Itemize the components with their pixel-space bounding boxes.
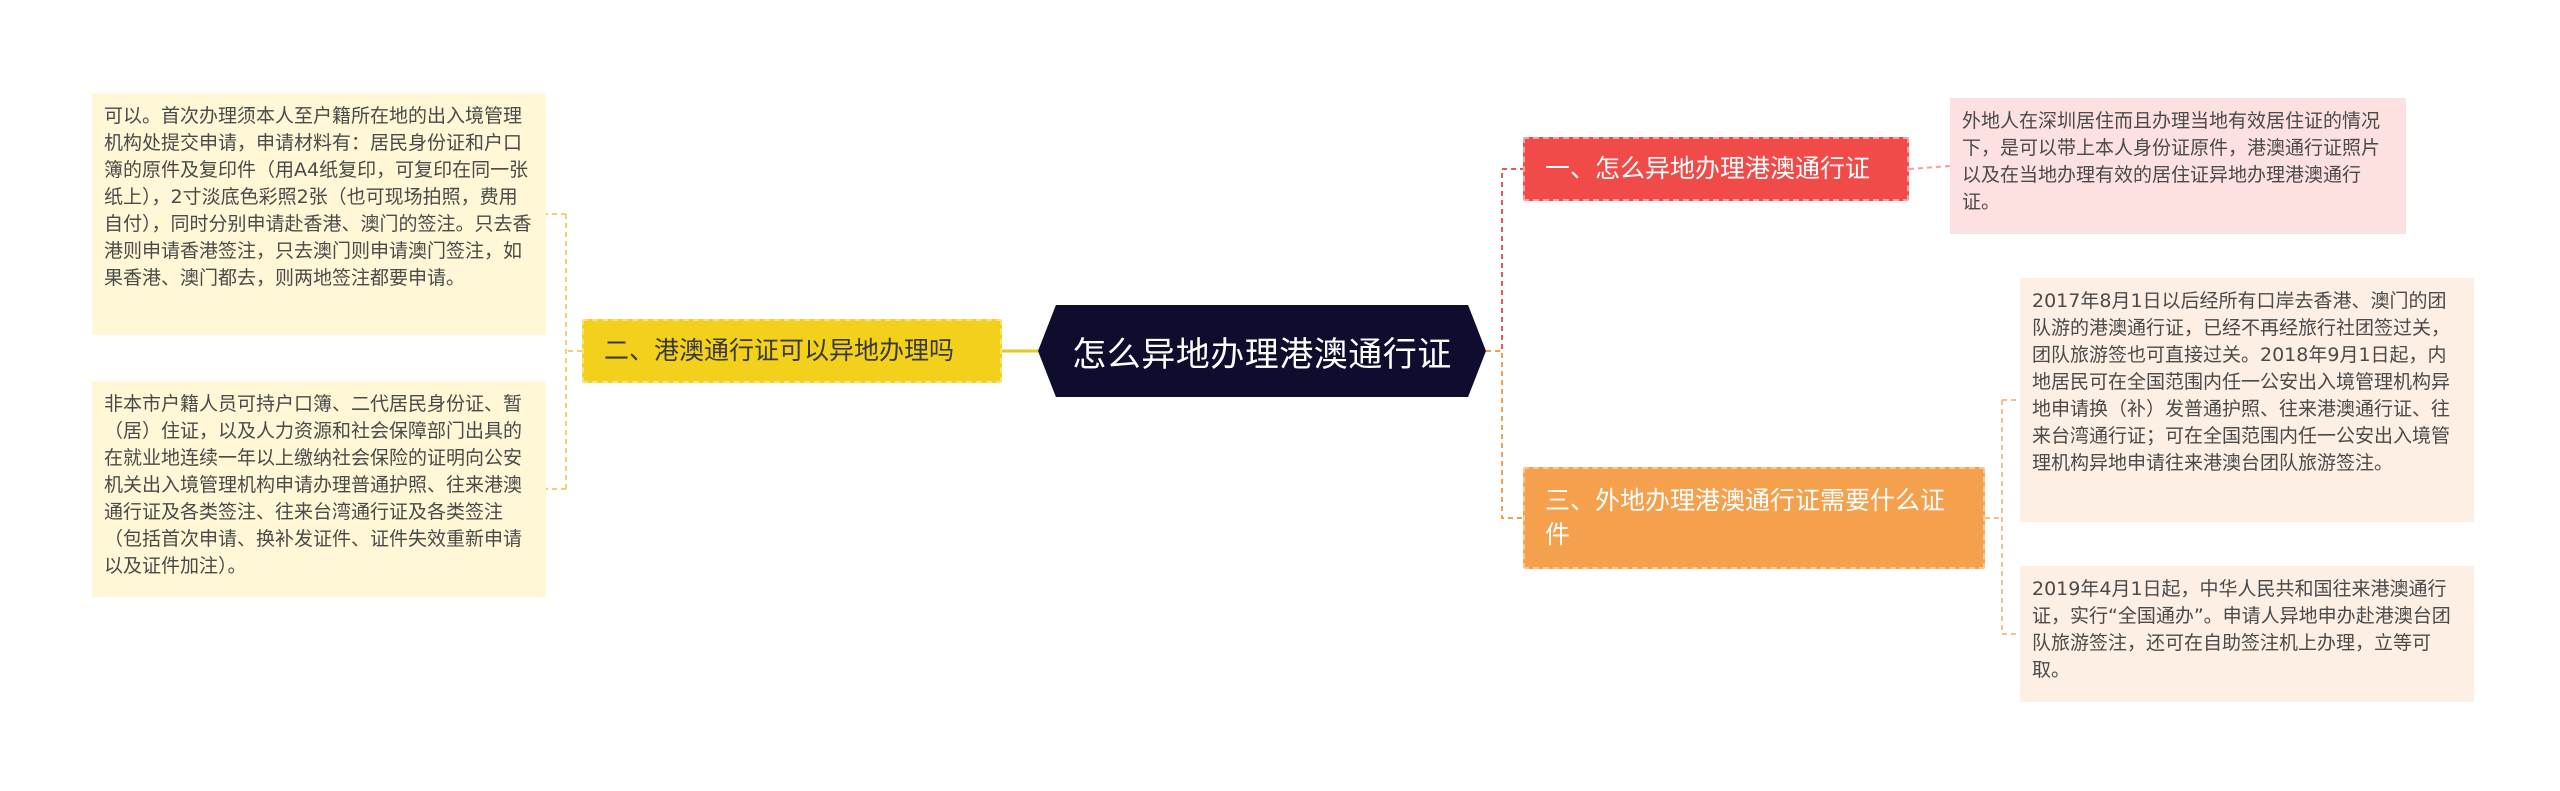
leaf-note-branch3-first[interactable]: 2017年8月1日以后经所有口岸去香港、澳门的团队游的港澳通行证，已经不再经旅行… xyxy=(2020,278,2474,522)
connector-branch2-leaves xyxy=(546,213,582,490)
leaf-note-branch2-first[interactable]: 可以。首次办理须本人至户籍所在地的出入境管理机构处提交申请，申请材料有：居民身份… xyxy=(92,93,546,335)
leaf-note-branch3-second[interactable]: 2019年4月1日起，中华人民共和国往来港澳通行证，实行“全国通办”。申请人异地… xyxy=(2020,566,2474,702)
leaf-note-branch2-second-text: 非本市户籍人员可持户口簿、二代居民身份证、暂（居）住证，以及人力资源和社会保障部… xyxy=(104,393,523,577)
connector-branch3-leaves xyxy=(1985,399,2020,635)
branch-topic-3-label: 三、外地办理港澳通行证需要什么证件 xyxy=(1545,486,1946,549)
connector-root-branch1 xyxy=(1486,168,1523,352)
branch-topic-2[interactable]: 二、港澳通行证可以异地办理吗 xyxy=(582,319,1002,383)
connector-root-branch3 xyxy=(1486,350,1523,519)
leaf-note-branch1[interactable]: 外地人在深圳居住而且办理当地有效居住证的情况下，是可以带上本人身份证原件，港澳通… xyxy=(1950,98,2406,234)
leaf-note-branch2-first-text: 可以。首次办理须本人至户籍所在地的出入境管理机构处提交申请，申请材料有：居民身份… xyxy=(104,105,532,289)
root-topic[interactable]: 怎么异地办理港澳通行证 xyxy=(1038,305,1486,397)
branch-topic-1[interactable]: 一、怎么异地办理港澳通行证 xyxy=(1523,137,1909,201)
leaf-note-branch1-text: 外地人在深圳居住而且办理当地有效居住证的情况下，是可以带上本人身份证原件，港澳通… xyxy=(1962,110,2381,213)
leaf-note-branch3-second-text: 2019年4月1日起，中华人民共和国往来港澳通行证，实行“全国通办”。申请人异地… xyxy=(2032,578,2451,681)
connector-branch1-leaf xyxy=(1908,165,1951,170)
branch-topic-3[interactable]: 三、外地办理港澳通行证需要什么证件 xyxy=(1523,467,1985,569)
leaf-note-branch2-second[interactable]: 非本市户籍人员可持户口簿、二代居民身份证、暂（居）住证，以及人力资源和社会保障部… xyxy=(92,381,546,597)
branch-topic-1-label: 一、怎么异地办理港澳通行证 xyxy=(1545,154,1871,183)
branch-topic-2-label: 二、港澳通行证可以异地办理吗 xyxy=(604,336,955,365)
leaf-note-branch3-first-text: 2017年8月1日以后经所有口岸去香港、澳门的团队游的港澳通行证，已经不再经旅行… xyxy=(2032,290,2451,474)
root-topic-label: 怎么异地办理港澳通行证 xyxy=(1072,334,1452,375)
